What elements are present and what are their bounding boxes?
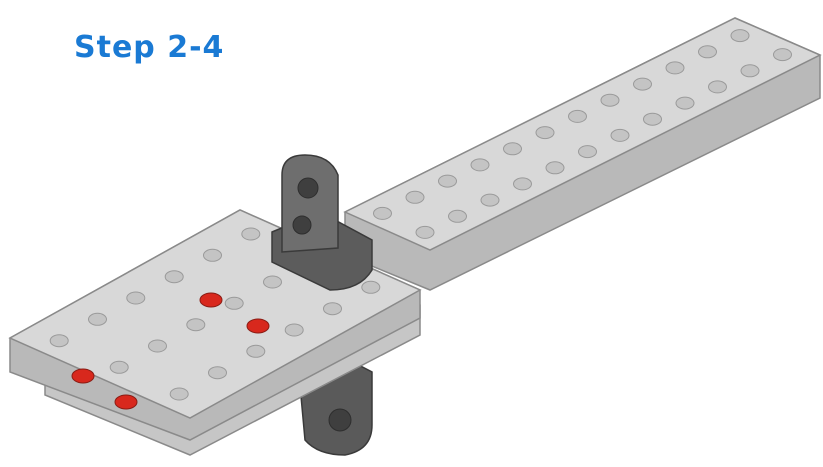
plate-hole <box>284 323 304 337</box>
plate-hole <box>513 177 532 191</box>
long-beam-holes <box>373 29 792 239</box>
plate-hole <box>665 61 685 75</box>
upper-bracket-hole-top <box>297 177 319 199</box>
plate-hole <box>241 227 261 241</box>
plate-hole <box>186 318 206 332</box>
marked-hole <box>114 394 138 410</box>
plate-hole <box>323 302 342 316</box>
plate-hole <box>545 161 565 175</box>
plate-hole <box>373 206 392 220</box>
marked-holes <box>71 292 270 410</box>
plate-hole <box>708 80 727 94</box>
plate-hole <box>448 209 467 223</box>
plate-hole <box>405 190 425 204</box>
marked-hole <box>71 368 95 384</box>
plate-hole <box>480 193 500 207</box>
upper-bracket-hole-bottom <box>292 215 312 235</box>
lower-bracket-hole <box>328 408 352 432</box>
plate-hole <box>698 45 717 59</box>
plate-hole <box>503 142 522 156</box>
plate-hole <box>740 64 760 78</box>
marked-hole <box>199 292 223 308</box>
plate-hole <box>126 291 146 305</box>
long-plate-beam <box>343 17 822 291</box>
plate-hole <box>438 174 457 188</box>
plate-hole <box>208 366 227 380</box>
plate-hole <box>470 158 490 172</box>
plate-hole <box>49 334 69 348</box>
plate-hole <box>633 77 652 91</box>
plate-hole <box>643 112 662 126</box>
upper-bracket-upright <box>281 154 339 253</box>
plate-hole <box>610 128 630 142</box>
plate-hole <box>578 145 597 159</box>
plate-hole <box>675 96 695 110</box>
plate-hole <box>109 360 129 374</box>
plate-hole <box>88 312 107 326</box>
plate-hole <box>169 387 189 401</box>
plate-hole <box>203 248 222 262</box>
plate-hole <box>263 275 282 289</box>
plate-hole <box>568 109 587 123</box>
step-title: Step 2-4 <box>74 30 225 65</box>
plate-hole <box>246 344 266 358</box>
plate-hole <box>148 339 167 353</box>
plate-hole <box>415 225 435 239</box>
plate-hole <box>730 29 750 43</box>
plate-hole <box>164 270 184 284</box>
plate-hole <box>773 48 792 62</box>
plate-hole <box>535 126 555 140</box>
marked-hole <box>246 318 270 334</box>
plate-hole <box>224 296 244 310</box>
plate-hole <box>600 93 620 107</box>
plate-hole <box>361 280 381 294</box>
upper-angle-bracket <box>271 154 373 291</box>
long-beam-top <box>343 17 822 251</box>
